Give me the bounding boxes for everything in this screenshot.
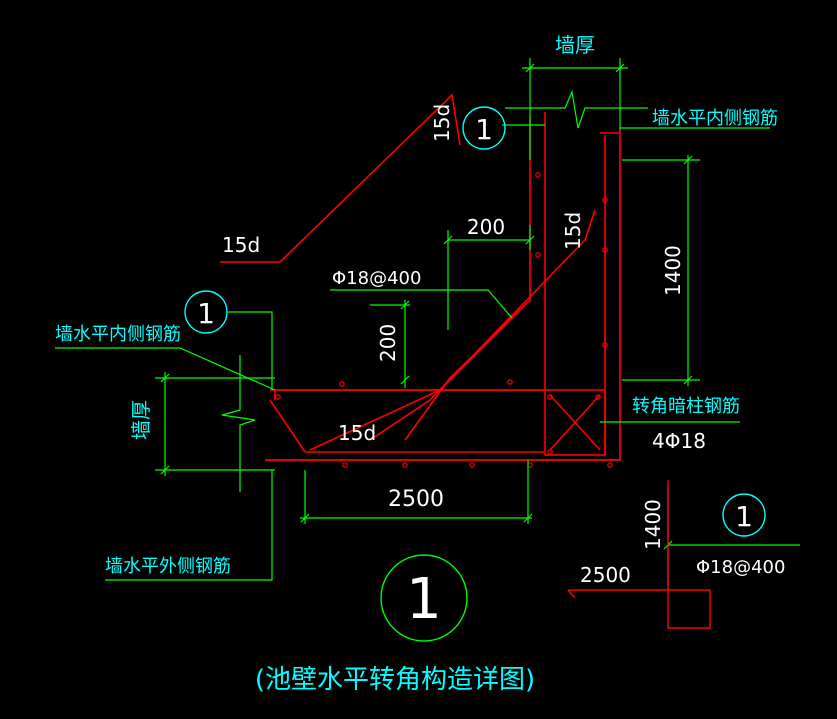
tag-left: 1 [184,290,228,334]
inner-bar-vertical [274,112,546,400]
label-corner-spec: 4Φ18 [652,429,706,453]
label-1400: 1400 [661,245,685,296]
label-wall-thickness-left: 墙厚 [129,400,153,440]
haunch-bar-1 [369,209,596,441]
legend-vertical: 1400 [641,499,665,550]
corner-cross-2 [549,394,601,451]
tag-top-text: 1 [475,113,493,146]
label-haunch-200-x: 200 [467,215,505,239]
anchor-hook-upper [220,93,461,263]
label-2500: 2500 [388,487,444,512]
label-15d-bottom: 15d [338,421,376,445]
lower-hook [269,399,306,453]
legend-spec: Φ18@400 [696,557,785,578]
inner-bar-diag-hook [404,118,531,441]
tag-title-text: 1 [406,567,442,632]
label-inner-rebar-left: 墙水平内侧钢筋 [55,324,181,345]
label-corner-column: 转角暗柱钢筋 [632,396,740,417]
label-wall-thickness-top: 墙厚 [555,33,595,57]
dimension-group [55,58,770,581]
label-15d-upper-left: 15d [222,233,260,257]
legend-horizontal: 2500 [580,563,631,587]
tag-top: 1 [462,106,506,150]
label-haunch-200-y: 200 [376,324,400,362]
tag-left-text: 1 [197,297,215,330]
label-15d-diag: 15d [561,212,585,250]
label-15d-top: 15d [430,104,454,142]
tag-title: 1 [380,554,468,642]
drawing-title: (池壁水平转角构造详图) [255,665,535,695]
label-inner-rebar-top: 墙水平内侧钢筋 [652,108,778,129]
legend-rebar [567,480,711,629]
tag-legend: 1 [722,493,766,537]
tag-legend-text: 1 [735,500,753,533]
label-haunch-rebar: Φ18@400 [332,268,421,289]
label-outer-rebar: 墙水平外侧钢筋 [105,556,231,577]
outer-bar-vertical [265,130,621,461]
